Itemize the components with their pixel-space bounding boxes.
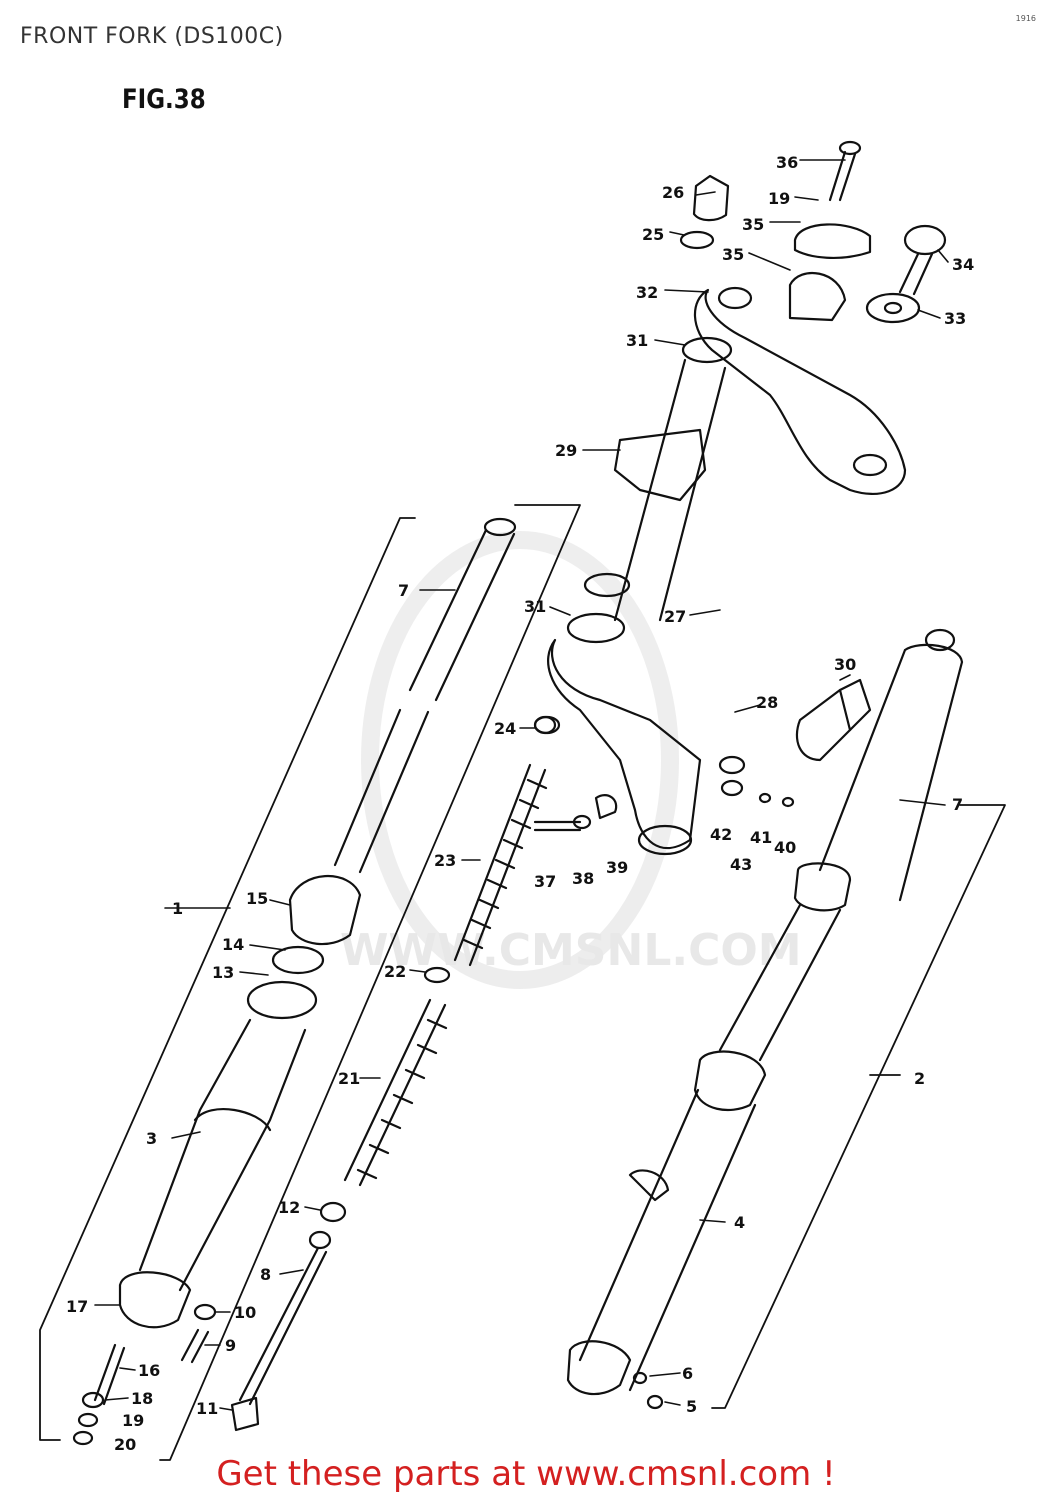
callout-3: 3	[146, 1129, 157, 1148]
callout-10: 10	[234, 1303, 256, 1322]
watermark: WWW.CMSNL.COM	[340, 531, 802, 989]
callout-1: 1	[172, 899, 183, 918]
left-outer-tube	[118, 945, 325, 1329]
handlebar-bolt	[865, 224, 947, 324]
fork-spring-lower	[343, 966, 451, 1187]
damper-rod	[230, 1201, 347, 1432]
callout-19: 19	[122, 1411, 144, 1430]
callout-8: 8	[260, 1265, 271, 1284]
callout-43: 43	[730, 855, 752, 874]
callout-19: 19	[768, 189, 790, 208]
callout-16: 16	[138, 1361, 160, 1380]
callout-26: 26	[662, 183, 684, 202]
callout-34: 34	[952, 255, 974, 274]
callout-14: 14	[222, 935, 244, 954]
callout-27: 27	[664, 607, 686, 626]
callout-28: 28	[756, 693, 778, 712]
callout-31: 31	[524, 597, 546, 616]
callout-36: 36	[776, 153, 798, 172]
callout-12: 12	[278, 1198, 300, 1217]
callout-23: 23	[434, 851, 456, 870]
callout-31: 31	[626, 331, 648, 350]
axle-stud	[72, 1343, 126, 1446]
callout-39: 39	[606, 858, 628, 877]
callout-30: 30	[834, 655, 856, 674]
left-inner-tube	[288, 517, 517, 946]
callout-38: 38	[572, 869, 594, 888]
callout-29: 29	[555, 441, 577, 460]
callout-4: 4	[734, 1213, 745, 1232]
callout-11: 11	[196, 1399, 218, 1418]
cable-guide-hardware	[533, 715, 795, 832]
right-fork-outer-tube	[566, 1050, 767, 1410]
callout-9: 9	[225, 1336, 236, 1355]
callout-15: 15	[246, 889, 268, 908]
fork-spring-upper	[453, 763, 548, 967]
callout-32: 32	[636, 283, 658, 302]
callout-5: 5	[686, 1397, 697, 1416]
callout-35: 35	[742, 215, 764, 234]
callout-7: 7	[398, 581, 409, 600]
steering-stem	[566, 336, 733, 644]
figure-label: FIG.38	[122, 84, 206, 115]
page-title: FRONT FORK (DS100C)	[20, 24, 284, 49]
callout-37: 37	[534, 872, 556, 891]
callout-24: 24	[494, 719, 516, 738]
right-fork-inner-tube	[718, 628, 964, 1062]
assembly-brackets	[39, 504, 1006, 1461]
callout-20: 20	[114, 1435, 136, 1454]
callout-35: 35	[722, 245, 744, 264]
callout-13: 13	[212, 963, 234, 982]
callout-42: 42	[710, 825, 732, 844]
callout-41: 41	[750, 828, 772, 847]
callout-33: 33	[944, 309, 966, 328]
drain-bolt	[180, 1303, 217, 1364]
callout-40: 40	[774, 838, 796, 857]
clamp-bolt	[828, 140, 862, 202]
headlight-bracket	[795, 678, 872, 762]
callout-2: 2	[914, 1069, 925, 1088]
watermark-text: WWW.CMSNL.COM	[340, 925, 802, 976]
callout-6: 6	[682, 1364, 693, 1383]
callout-18: 18	[131, 1389, 153, 1408]
callout-21: 21	[338, 1069, 360, 1088]
callout-25: 25	[642, 225, 664, 244]
callout-labels: 36 19 26 35 25 35 34 32 33 31 29 7 31 27…	[66, 153, 974, 1454]
callout-22: 22	[384, 962, 406, 981]
corner-code: 1916	[1015, 14, 1036, 23]
top-bracket	[693, 223, 907, 495]
leader-lines	[94, 159, 949, 1411]
callout-7: 7	[952, 795, 963, 814]
callout-17: 17	[66, 1297, 88, 1316]
cap-bolt	[679, 174, 730, 250]
footer-parts-link[interactable]: Get these parts at www.cmsnl.com !	[216, 1454, 836, 1494]
